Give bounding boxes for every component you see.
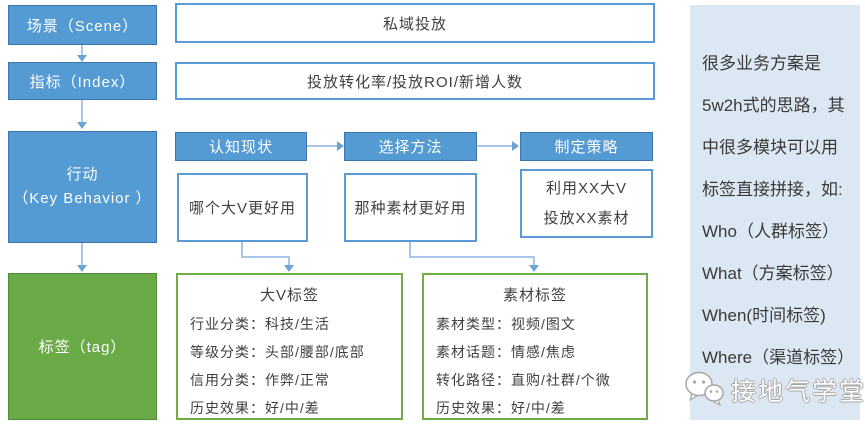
bigv-tag-box: 大V标签 行业分类：科技/生活 等级分类：头部/腰部/底部 信用分类：作弊/正常… xyxy=(176,273,403,420)
sidebar-text-line: 中很多模块可以用 xyxy=(702,138,838,157)
action-label-line2: （Key Behavior ） xyxy=(13,190,152,207)
step3-question-line2: 投放XX素材 xyxy=(543,209,630,227)
arrow-down-icon xyxy=(529,265,539,272)
tag-box: 标签（tag） xyxy=(8,273,157,420)
step1-question: 哪个大V更好用 xyxy=(188,200,296,217)
sidebar-text-line: 很多业务方案是 xyxy=(702,54,821,73)
sidebar-text-line: When(时间标签) xyxy=(702,306,826,325)
material-tag-box: 素材标签 素材类型：视频/图文 素材话题：情感/焦虑 转化路径：直购/社群/个微… xyxy=(422,273,648,420)
sidebar-text-line: 5w2h式的思路，其 xyxy=(702,96,845,115)
sidebar-text-line: What（方案标签） xyxy=(702,264,844,283)
arrow-down-icon xyxy=(77,122,87,129)
connector-scene-index xyxy=(81,45,83,56)
material-tag-title: 素材标签 xyxy=(502,287,567,304)
sidebar-text-line: Where（渠道标签） xyxy=(702,348,855,367)
sidebar-text-line: 标签直接拼接，如: xyxy=(702,180,843,199)
bigv-tag-row: 历史效果：好/中/差 xyxy=(190,400,320,416)
wechat-bubbles-icon xyxy=(683,369,725,412)
connector-q2-elbow-v2 xyxy=(533,256,535,266)
step2-header: 选择方法 xyxy=(378,139,443,156)
step3-question-box: 利用XX大V 投放XX素材 xyxy=(520,169,653,238)
arrow-right-icon xyxy=(512,141,519,151)
material-tag-row: 素材类型：视频/图文 xyxy=(436,316,576,332)
index-value: 投放转化率/投放ROI/新增人数 xyxy=(306,73,523,91)
step3-header: 制定策略 xyxy=(554,139,619,156)
action-label-line1: 行动 xyxy=(66,166,99,183)
tag-label: 标签（tag） xyxy=(38,339,127,356)
material-tag-row: 历史效果：好/中/差 xyxy=(436,400,566,416)
step3-header-box: 制定策略 xyxy=(520,132,653,161)
step2-header-box: 选择方法 xyxy=(344,132,477,161)
connector-index-action xyxy=(81,100,83,123)
scene-value-box: 私域投放 xyxy=(175,3,655,43)
connector-q1-elbow-v1 xyxy=(241,242,243,258)
connector-step2-step3 xyxy=(477,145,513,147)
step1-question-box: 哪个大V更好用 xyxy=(177,173,308,242)
connector-q2-elbow-h xyxy=(409,256,535,258)
connector-q1-elbow-v2 xyxy=(288,256,290,266)
arrow-down-icon xyxy=(284,265,294,272)
watermark-text: 接地气学堂 xyxy=(731,378,865,406)
bigv-tag-row: 等级分类：头部/腰部/底部 xyxy=(190,344,365,360)
watermark: 接地气学堂 xyxy=(683,368,865,412)
step2-question: 那种素材更好用 xyxy=(354,200,467,217)
action-box: 行动 （Key Behavior ） xyxy=(8,131,157,243)
sidebar-text-line: Who（人群标签） xyxy=(702,222,839,241)
step2-question-box: 那种素材更好用 xyxy=(344,173,477,242)
arrow-down-icon xyxy=(77,55,87,62)
connector-step1-step2 xyxy=(307,145,338,147)
scene-label: 场景（Scene） xyxy=(26,17,139,35)
material-tag-row: 转化路径：直购/社群/个微 xyxy=(436,372,611,388)
index-box: 指标（Index） xyxy=(8,62,157,100)
material-tag-row: 素材话题：情感/焦虑 xyxy=(436,344,576,360)
step1-header-box: 认知现状 xyxy=(175,132,307,161)
sidebar-note-panel: 很多业务方案是 5w2h式的思路，其 中很多模块可以用 标签直接拼接，如: Wh… xyxy=(690,5,860,420)
step1-header: 认知现状 xyxy=(208,139,273,156)
bigv-tag-title: 大V标签 xyxy=(259,287,319,304)
arrow-down-icon xyxy=(77,265,87,272)
bigv-tag-row: 行业分类：科技/生活 xyxy=(190,316,330,332)
connector-q1-elbow-h xyxy=(241,256,290,258)
step3-question-line1: 利用XX大V xyxy=(545,179,627,197)
arrow-right-icon xyxy=(337,141,344,151)
index-value-box: 投放转化率/投放ROI/新增人数 xyxy=(175,62,655,100)
connector-action-tag xyxy=(81,243,83,266)
bigv-tag-row: 信用分类：作弊/正常 xyxy=(190,372,330,388)
scene-box: 场景（Scene） xyxy=(8,5,157,45)
connector-q2-elbow-v1 xyxy=(409,242,411,258)
index-label: 指标（Index） xyxy=(29,73,136,91)
scene-value: 私域投放 xyxy=(382,15,447,33)
